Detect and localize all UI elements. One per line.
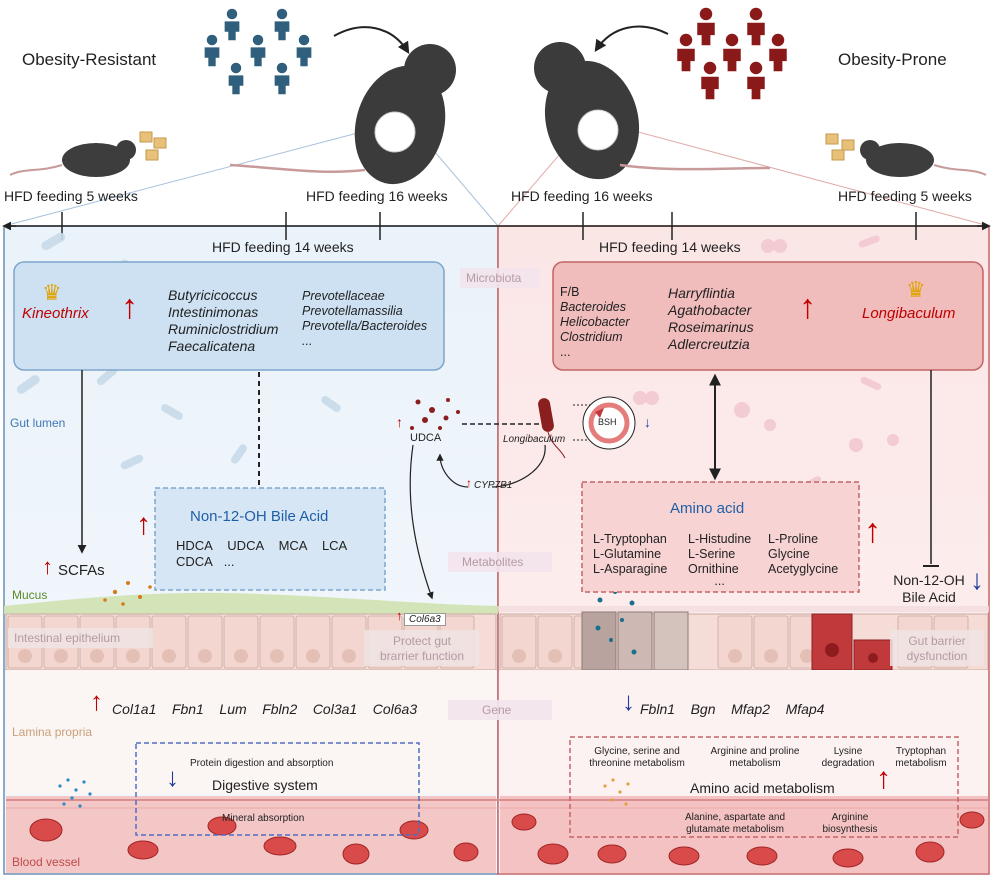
digestive-bottom: Mineral absorption	[222, 813, 305, 824]
right-bile-label: Non-12-OH Bile Acid	[893, 572, 965, 605]
digestive-title: Digestive system	[212, 777, 318, 793]
longibaculum-label: Longibaculum	[862, 305, 956, 322]
up-arrow-icon: ↑	[466, 476, 472, 490]
up-arrow-icon: ↑	[396, 414, 403, 430]
amino-metab-box	[569, 736, 959, 838]
obesity-prone-label: Obesity-Prone	[838, 50, 947, 69]
left-gene-list: Col1a1 Fbn1 Lum Fbln2 Col3a1 Col6a3	[112, 701, 418, 717]
layer-blood-vessel: Blood vessel	[12, 855, 81, 869]
up-arrow-icon: ↑	[136, 508, 151, 541]
kineothrix-label: Kineothrix	[22, 305, 89, 322]
metab-item-arg-pro: Arginine and proline metabolism	[710, 746, 800, 769]
crown-icon: ♛	[42, 280, 62, 305]
up-arrow-icon: ↑	[876, 762, 891, 795]
layer-lamina-propria: Lamina propria	[12, 725, 93, 739]
col6a3-label: Col6a3	[404, 613, 446, 626]
timeline-right-16w: HFD feeding 16 weeks	[511, 188, 653, 204]
down-arrow-icon: ↓	[166, 762, 179, 792]
down-arrow-icon: ↓	[622, 686, 635, 716]
udca-label: UDCA	[410, 432, 442, 444]
up-arrow-icon: ↑	[42, 554, 53, 579]
amino-acid-box	[581, 481, 860, 593]
layer-intestinal-epithelium: Intestinal epithelium	[14, 631, 121, 645]
digestive-box	[135, 742, 420, 836]
left-bile-box	[154, 487, 386, 591]
up-arrow-icon: ↑	[396, 608, 403, 623]
amino-acid-title: Amino acid	[670, 500, 745, 517]
mouse-right-small	[860, 140, 987, 177]
protect-barrier-label: Protect gut brarrier function	[379, 634, 465, 663]
metab-item-gst: Glycine, serine and threonine metabolism	[589, 746, 685, 769]
layer-mucus: Mucus	[12, 588, 48, 602]
right-microbiota-box	[552, 261, 984, 371]
down-arrow-icon: ↓	[970, 564, 984, 595]
people-obese-icon	[677, 7, 787, 100]
metab-item-ala-asp-glu: Alanine, aspartate and glutamate metabol…	[684, 812, 786, 835]
people-lean-icon	[204, 8, 312, 95]
up-arrow-icon: ↑	[864, 512, 881, 550]
timeline-right-14w: HFD feeding 14 weeks	[599, 239, 741, 255]
up-arrow-icon: ↑	[90, 686, 103, 716]
timeline-right-5w: HFD feeding 5 weeks	[838, 188, 972, 204]
mouse-left-large	[229, 44, 456, 185]
metab-item-arg-bio: Arginine biosynthesis	[822, 812, 878, 835]
up-arrow-icon: ↑	[799, 288, 816, 326]
right-gene-list: Fbln1 Bgn Mfap2 Mfap4	[640, 701, 825, 717]
mouse-right-large	[534, 42, 771, 180]
left-bile-title: Non-12-OH Bile Acid	[190, 508, 329, 525]
scfas-label: SCFAs	[58, 562, 105, 579]
metab-item-lysine: Lysine degradation	[821, 746, 875, 769]
layer-metabolites: Metabolites	[462, 555, 524, 569]
timeline-left-14w: HFD feeding 14 weeks	[212, 239, 354, 255]
layer-microbiota: Microbiota	[466, 271, 522, 285]
crown-icon: ♛	[906, 277, 926, 302]
metab-item-trp: Tryptophan metabolism	[895, 746, 947, 769]
left-bile-row1: HDCA UDCA MCA LCA	[176, 538, 348, 553]
left-microbiota-box	[13, 261, 445, 371]
left-bile-row2: CDCA ...	[176, 554, 235, 569]
down-arrow-icon: ↓	[644, 414, 651, 430]
cyp7b1-label: CYP7B1	[474, 480, 513, 491]
timeline-left-5w: HFD feeding 5 weeks	[4, 188, 138, 204]
bsh-label: BSH	[598, 417, 617, 427]
mouse-left-small	[9, 140, 136, 177]
amino-metab-title: Amino acid metabolism	[690, 780, 835, 796]
longibaculum-center-label: Longibaculum	[503, 434, 566, 445]
layer-gene: Gene	[482, 703, 512, 717]
gut-barrier-label: Gut barrier dysfunction	[906, 634, 968, 663]
timeline-left-16w: HFD feeding 16 weeks	[306, 188, 448, 204]
up-arrow-icon: ↑	[121, 288, 138, 326]
layer-gut-lumen: Gut lumen	[10, 416, 66, 430]
digestive-top: Protein digestion and absorption	[190, 758, 334, 769]
obesity-resistant-label: Obesity-Resistant	[22, 50, 157, 69]
